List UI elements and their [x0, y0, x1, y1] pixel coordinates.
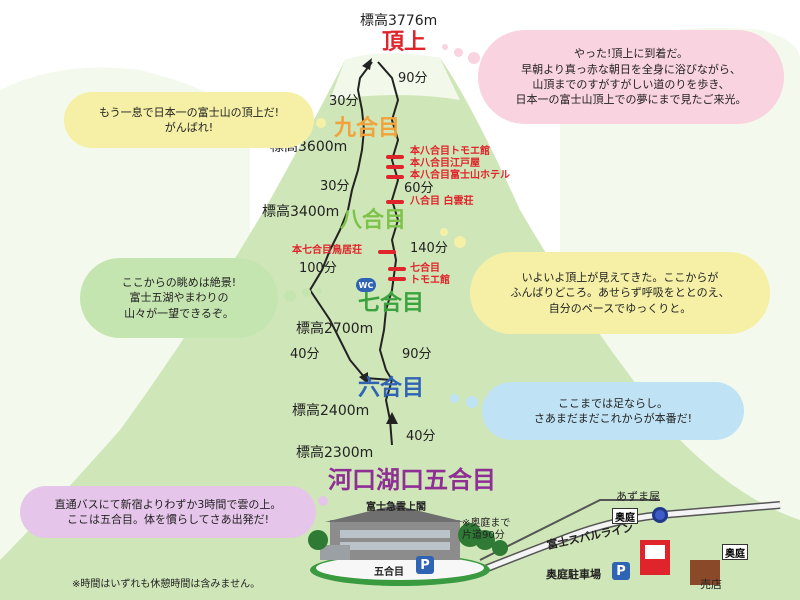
duration-90-top: 90分: [398, 71, 428, 86]
bubble-dot-summit-3: [442, 44, 448, 50]
hut-hakuunso: 八合目 白雲荘: [410, 196, 474, 207]
parking-icon-okuniwa: P: [612, 562, 630, 580]
station-ninth: 九合目: [334, 116, 401, 141]
bubble-sixth: ここまでは足ならし。 さあまだまだこれからが本番だ!: [482, 382, 744, 440]
elevation-2300: 標高2300m: [296, 445, 374, 461]
bubble-dot-summit-2: [454, 48, 463, 57]
elevation-2700: 標高2700m: [296, 321, 374, 337]
bubble-eighth: いよいよ頂上が見えてきた。ここからが ふんばりどころ。あせらず呼吸をととのえ、 …: [470, 252, 770, 334]
time-footnote: ※時間はいずれも休憩時間は含みません。: [72, 579, 261, 590]
bubble-view: ここからの眺めは絶景! 富士五湖やまわりの 山々が一望できるぞ。: [80, 258, 278, 338]
hut-tomoe-8: 本八合目トモエ館: [410, 146, 490, 157]
hut-marker-2: [386, 165, 404, 169]
baiten-building: [690, 560, 720, 585]
okuniwa-parking-area: [640, 540, 670, 575]
elevation-3400: 標高3400m: [262, 204, 340, 220]
wc-icon: WC: [356, 278, 376, 292]
duration-100: 100分: [299, 261, 337, 276]
hut-marker-4: [386, 200, 404, 204]
duration-140: 140分: [410, 241, 448, 256]
baiten-label: 売店: [700, 578, 722, 591]
okuniwa-walking-note: ※奥庭まで 片道90分: [462, 518, 511, 541]
mountain-summit-shade: [330, 53, 460, 100]
elevation-2400: 標高2400m: [292, 403, 370, 419]
bubble-dot-sixth-2: [450, 394, 459, 403]
duration-90-mid: 90分: [402, 347, 432, 362]
station-fifth: 河口湖口五合目: [328, 466, 496, 494]
base-building-label: 富士急雲上閣: [366, 502, 426, 513]
station-seventh: 七合目: [358, 291, 425, 316]
fifth-station-label: 五合目: [374, 567, 404, 578]
hut-toyokan: 本七合目鳥居荘: [292, 245, 362, 256]
hut-marker-6: [388, 267, 406, 271]
bubble-dot-summit-1: [468, 52, 480, 64]
hut-fujisan-hotel: 本八合目富士山ホテル: [410, 170, 510, 181]
sign-okuniwa-2: 奥庭: [722, 544, 748, 560]
hut-marker-1: [386, 155, 404, 159]
summit-label: 頂上: [382, 30, 427, 55]
trail-arrow-sixth: [359, 372, 368, 384]
trail-arrow-fifth: [386, 412, 398, 424]
station-eighth: 八合目: [340, 208, 407, 233]
hut-tomoe-7: トモエ館: [410, 275, 450, 286]
bubble-dot-view-2: [302, 288, 311, 297]
duration-40-a: 40分: [290, 347, 320, 362]
station-sixth: 六合目: [358, 376, 425, 401]
summit-elevation: 標高3776m: [360, 13, 438, 29]
hut-marker-3: [386, 175, 404, 179]
bubble-dot-fifth-1: [318, 496, 328, 506]
bubble-dot-view-1: [284, 290, 296, 302]
descent-trail: [377, 61, 400, 381]
bubble-dot-sixth-1: [466, 396, 478, 408]
unjokaku-building: [320, 505, 465, 560]
duration-30-a: 30分: [329, 94, 359, 109]
mountain-body: [0, 53, 800, 600]
sign-okuniwa: 奥庭: [612, 508, 638, 524]
duration-60: 60分: [404, 181, 434, 196]
bubble-dot-eighth-2: [440, 228, 448, 236]
trees: [308, 523, 508, 556]
ascent-trail: [308, 61, 394, 446]
hut-nanagome: 七合目: [410, 263, 440, 274]
bubble-dot-ninth-1: [316, 118, 326, 128]
trail-arrow-summit: [362, 58, 372, 70]
duration-40-b: 40分: [406, 429, 436, 444]
bubble-dot-eighth-1: [454, 236, 466, 248]
hut-edoya: 本八合目江戸屋: [410, 158, 480, 169]
duration-30-b: 30分: [320, 179, 350, 194]
bubble-summit: やった!頂上に到着だ。 早朝より真っ赤な朝日を全身に浴びながら、 山頂までのすが…: [478, 30, 784, 124]
azumaya-label: あずま屋: [616, 490, 660, 503]
parking-icon: P: [416, 556, 434, 574]
hut-marker-5: [378, 250, 396, 254]
bubble-dot-view-3: [316, 288, 322, 294]
okuniwa-parking-label: 奥庭駐車場: [546, 568, 601, 581]
bubble-ninth: もう一息で日本一の富士山の頂上だ! がんばれ!: [64, 92, 314, 148]
bubble-fifth: 直通バスにて新宿よりわずか3時間で雲の上。 ここは五合目。体を慣らしてさあ出発だ…: [20, 486, 316, 538]
fifth-station-plaza-inner: [316, 556, 484, 580]
hut-marker-7: [388, 277, 406, 281]
